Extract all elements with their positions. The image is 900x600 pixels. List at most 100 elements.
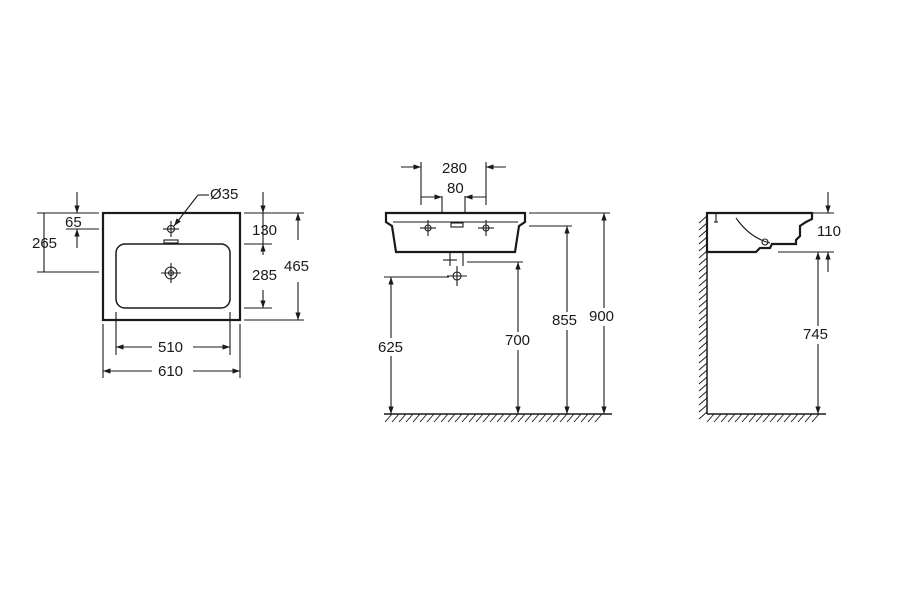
side-floor-hatch (706, 413, 820, 423)
hatch-line (398, 413, 407, 423)
hole-diameter-label: Ø35 (210, 186, 238, 203)
hatch-line (573, 413, 582, 423)
hatch-line (748, 413, 757, 423)
hatch-line (419, 413, 428, 423)
dim-130: 130 (252, 222, 277, 239)
hatch-line (384, 413, 393, 423)
dim-280: 280 (442, 160, 467, 177)
hatch-line (776, 413, 785, 423)
hatch-line (426, 413, 435, 423)
hatch-line (545, 413, 554, 423)
side-wall-hatch (698, 215, 708, 420)
hatch-line (559, 413, 568, 423)
dim-900: 900 (589, 308, 614, 325)
hatch-line (482, 413, 491, 423)
hatch-line (566, 413, 575, 423)
hatch-line (698, 313, 708, 322)
hatch-line (698, 222, 708, 231)
dim-110: 110 (817, 223, 841, 240)
hatch-line (698, 250, 708, 259)
hatch-line (475, 413, 484, 423)
hatch-line (769, 413, 778, 423)
hatch-line (698, 306, 708, 315)
hatch-line (412, 413, 421, 423)
hatch-line (698, 376, 708, 385)
dim-855: 855 (552, 312, 577, 329)
hatch-line (489, 413, 498, 423)
hatch-line (468, 413, 477, 423)
hatch-line (580, 413, 589, 423)
hatch-line (741, 413, 750, 423)
hatch-line (503, 413, 512, 423)
hatch-line (698, 271, 708, 280)
hatch-line (698, 215, 708, 224)
dim-625: 625 (378, 339, 403, 356)
hatch-line (734, 413, 743, 423)
dim-510: 510 (158, 339, 183, 356)
hatch-line (804, 413, 813, 423)
hatch-line (698, 411, 708, 420)
hatch-line (783, 413, 792, 423)
hatch-line (405, 413, 414, 423)
hatch-line (698, 285, 708, 294)
side-view: 110 745 (698, 192, 841, 423)
hatch-line (698, 369, 708, 378)
hatch-line (433, 413, 442, 423)
hatch-line (790, 413, 799, 423)
hatch-line (698, 320, 708, 329)
hatch-line (698, 334, 708, 343)
hatch-line (755, 413, 764, 423)
basin-outline (101, 211, 242, 322)
hatch-line (552, 413, 561, 423)
hatch-line (698, 278, 708, 287)
hatch-line (811, 413, 820, 423)
front-basin-profile (384, 211, 527, 254)
dim-285: 285 (252, 267, 277, 284)
hatch-line (510, 413, 519, 423)
side-basin-profile (705, 211, 814, 254)
hatch-line (538, 413, 547, 423)
hatch-line (698, 299, 708, 308)
dim-80: 80 (447, 180, 464, 197)
dim-745: 745 (803, 326, 828, 343)
front-view: 280 80 625 700 855 900 (378, 160, 614, 423)
dim-265: 265 (32, 235, 57, 252)
hatch-line (698, 390, 708, 399)
dim-65: 65 (65, 214, 82, 231)
hatch-line (594, 413, 603, 423)
hatch-line (698, 243, 708, 252)
hatch-line (698, 397, 708, 406)
hatch-line (496, 413, 505, 423)
hatch-line (698, 229, 708, 238)
dim-465: 465 (284, 258, 309, 275)
hatch-line (524, 413, 533, 423)
hatch-line (706, 413, 715, 423)
hatch-line (440, 413, 449, 423)
bowl-outline (115, 243, 231, 309)
hatch-line (762, 413, 771, 423)
dim-610: 610 (158, 363, 183, 380)
hatch-line (698, 341, 708, 350)
hatch-line (698, 348, 708, 357)
hatch-line (531, 413, 540, 423)
hatch-line (447, 413, 456, 423)
hatch-line (698, 355, 708, 364)
hatch-line (720, 413, 729, 423)
hatch-line (454, 413, 463, 423)
overflow-slot (163, 239, 179, 244)
front-floor-hatch (384, 413, 603, 423)
hatch-line (698, 257, 708, 266)
hatch-line (391, 413, 400, 423)
hatch-line (698, 236, 708, 245)
hatch-line (587, 413, 596, 423)
hatch-line (698, 327, 708, 336)
hatch-line (698, 264, 708, 273)
hatch-line (797, 413, 806, 423)
dim-700: 700 (505, 332, 530, 349)
hatch-line (698, 362, 708, 371)
hatch-line (713, 413, 722, 423)
hatch-line (727, 413, 736, 423)
hatch-line (698, 404, 708, 413)
hatch-line (517, 413, 526, 423)
